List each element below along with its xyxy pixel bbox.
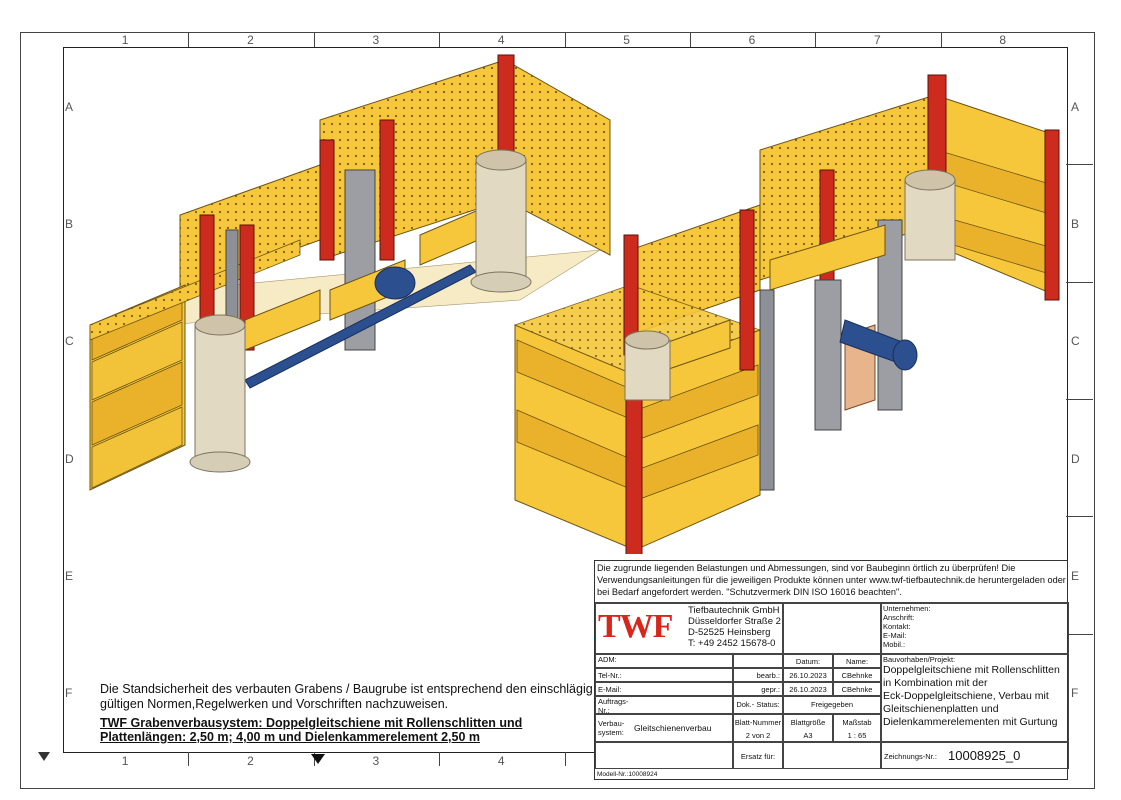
drawing-number-box: Zeichnungs-Nr.: 10008925_0: [881, 742, 1069, 769]
drawing-frame: [63, 47, 1068, 753]
drawing-number-label: Zeichnungs-Nr.:: [884, 752, 937, 761]
zone-row-A-right: A: [1071, 99, 1080, 114]
email-label: E-Mail:: [595, 682, 733, 696]
zone-tick: [439, 752, 441, 766]
bearb-name: CBehnke: [833, 668, 881, 682]
adm-label: ADM:: [595, 654, 733, 668]
project-label: Bauvorhaben/Projekt:: [883, 655, 956, 664]
doc-status-label: Dok.- Status:: [733, 696, 783, 714]
tel-label: Tel-Nr.:: [595, 668, 733, 682]
zone-row-D-right: D: [1071, 451, 1080, 466]
project-text: Doppelgleitschiene mit Rollenschlitten i…: [883, 664, 1060, 728]
zone-row-B-right: B: [1071, 217, 1080, 231]
zone-row-E-left: E: [65, 569, 74, 583]
sheet-size-label: Blattgröße: [790, 718, 826, 727]
zone-tick: [188, 752, 190, 766]
bearb-label: bearb.:: [733, 668, 783, 682]
zone-tick: [940, 33, 942, 47]
shoring-drawing: [89, 54, 1060, 554]
zone-row-F-right: F: [1071, 686, 1079, 701]
client-fields: Unternehmen: Anschrift: Kontakt: E-Mail:…: [881, 602, 1069, 654]
zone-col-3-bottom: 3: [372, 754, 380, 768]
scale-label: Maßstab: [842, 718, 872, 727]
notice-text: Die zugrunde liegenden Belastungen und A…: [597, 563, 1066, 597]
zone-tick: [1066, 516, 1093, 518]
gepr-date: 26.10.2023: [783, 682, 833, 696]
sheet-size-value: A3: [803, 731, 813, 740]
bearb-date: 26.10.2023: [783, 668, 833, 682]
zone-col-1-top: 1: [121, 33, 129, 47]
doc-status-value: Freigegeben: [783, 696, 881, 714]
zone-tick: [689, 33, 691, 47]
zone-col-8-top: 8: [999, 33, 1006, 47]
model-number: Modell-Nr.:10008924: [597, 771, 658, 778]
zone-row-E-right: E: [1071, 569, 1080, 583]
zone-col-6-top: 6: [748, 33, 756, 47]
stability-note: Die Standsicherheit des verbauten Graben…: [100, 682, 593, 711]
scale-value: 1 : 65: [847, 731, 867, 740]
gepr-name: CBehnke: [833, 682, 881, 696]
zone-col-2-bottom: 2: [247, 754, 254, 768]
order-label: Auftrags- Nr.:: [595, 696, 733, 714]
sheet-number-value: 2 von 2: [745, 731, 771, 740]
zone-row-A-left: A: [65, 99, 74, 114]
replace-label: Ersatz für:: [733, 742, 783, 769]
zone-tick: [564, 33, 566, 47]
company-address: Tiefbautechnik GmbH Düsseldorfer Straße …: [688, 605, 781, 649]
zone-col-5-top: 5: [623, 33, 630, 47]
gepr-label: gepr.:: [733, 682, 783, 696]
zone-tick: [188, 33, 190, 47]
zone-tick: [1066, 281, 1093, 283]
zone-row-D-left: D: [65, 451, 74, 466]
system-description: TWF Grabenverbausystem: Doppelgleitschie…: [100, 716, 523, 744]
twf-logo: TWF: [598, 609, 673, 645]
zone-row-C-left: C: [65, 334, 74, 349]
sheet-number-box: Blatt-Nummer 2 von 2: [733, 714, 783, 742]
sheet-size-box: Blattgröße A3: [783, 714, 833, 742]
zone-tick: [439, 33, 441, 47]
right-trench-assembly: [513, 74, 1060, 554]
project-box: Bauvorhaben/Projekt: Doppelgleitschiene …: [881, 654, 1069, 742]
sheet-number-label: Blatt-Nummer: [734, 718, 782, 727]
zone-tick: [1066, 633, 1093, 635]
sheet-frame: [20, 32, 1095, 789]
system-box: Verbau- system: Gleitschienenverbau: [595, 714, 733, 742]
zone-col-7-top: 7: [873, 33, 881, 47]
zone-row-B-left: B: [65, 217, 74, 231]
zone-col-4-bottom: 4: [497, 754, 505, 768]
zone-tick: [1066, 164, 1093, 166]
system-label: Verbau- system:: [598, 719, 625, 737]
company-box: TWF Tiefbautechnik GmbH Düsseldorfer Str…: [595, 602, 783, 654]
center-mark-icon: [311, 754, 325, 764]
date-header: Datum:: [783, 654, 833, 668]
fold-mark-icon: [38, 752, 50, 761]
title-block: Die zugrunde liegenden Belastungen und A…: [594, 560, 1069, 780]
zone-col-4-top: 4: [497, 33, 505, 47]
zone-col-2-top: 2: [247, 33, 254, 47]
drawing-number-value: 10008925_0: [948, 748, 1021, 763]
zone-col-3-top: 3: [372, 33, 380, 47]
zone-tick: [815, 33, 817, 47]
name-header: Name:: [833, 654, 881, 668]
zone-col-1-bottom: 1: [121, 754, 129, 768]
left-trench-assembly: [89, 54, 611, 491]
zone-tick: [1066, 399, 1093, 400]
system-value: Gleitschienenverbau: [634, 723, 712, 733]
zone-tick: [313, 33, 315, 47]
zone-row-C-right: C: [1071, 334, 1080, 349]
zone-tick: [564, 752, 566, 766]
scale-box: Maßstab 1 : 65: [833, 714, 881, 742]
zone-row-F-left: F: [65, 686, 73, 701]
